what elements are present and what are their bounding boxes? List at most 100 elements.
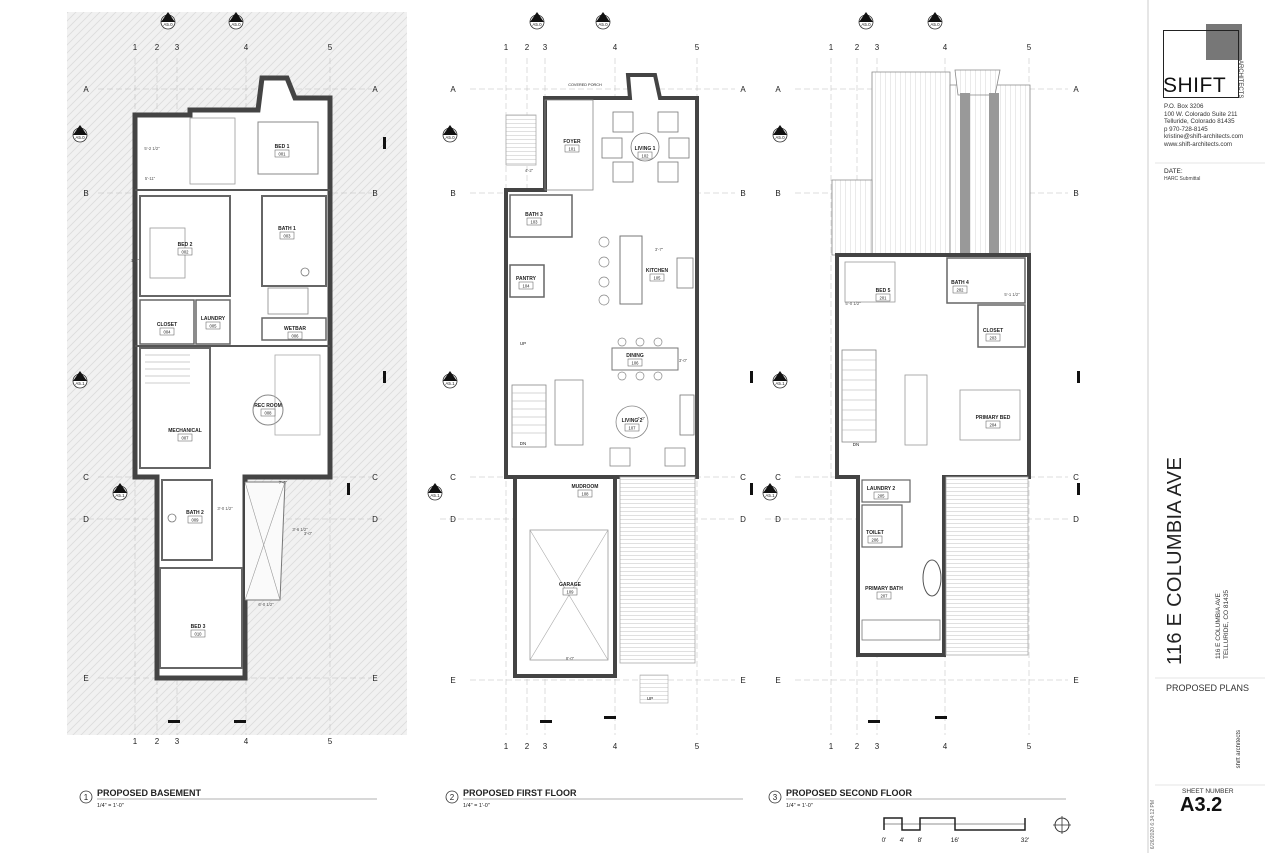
grid-row-label: A: [775, 85, 781, 94]
room-number: 204: [990, 423, 998, 428]
room-number: 105: [654, 276, 662, 281]
dimension: 3'-0": [679, 358, 688, 363]
scale-bar-label: 32': [1021, 837, 1029, 844]
room-number-box: [526, 217, 542, 226]
grid-column-label: 4: [943, 742, 948, 751]
section-tag-arrow: [73, 125, 87, 135]
room-number-box: [985, 333, 1001, 342]
stair-label: DN: [520, 441, 527, 446]
room-number-box: [627, 358, 643, 367]
room-number: 005: [210, 324, 218, 329]
grid-row-label: E: [775, 676, 780, 685]
grid-column-label: 2: [155, 737, 160, 746]
section-tag-arrow: [530, 12, 544, 22]
grid-column-label: 2: [855, 43, 860, 52]
sheet-title: PROPOSED PLANS: [1166, 683, 1250, 693]
grid-column-label: 3: [175, 737, 180, 746]
grid-row-label: E: [1073, 676, 1078, 685]
room-number: 103: [531, 220, 539, 225]
grid-row-label: B: [450, 189, 455, 198]
grid-column-label: 1: [133, 737, 138, 746]
room-number: 002: [182, 250, 190, 255]
section-tag-ref: A5.0: [231, 22, 241, 27]
grid-column-label: 2: [525, 43, 530, 52]
grid-row-label: C: [740, 473, 746, 482]
grid-row-label: D: [740, 515, 746, 524]
room-number: 010: [195, 632, 203, 637]
room-number: 106: [632, 361, 640, 366]
room-name: PRIMARY BATH: [865, 586, 903, 592]
grid-column-label: 5: [1027, 742, 1032, 751]
firm-logo: [1163, 30, 1239, 98]
email-line: kristine@shift-architects.com: [1164, 133, 1244, 140]
dimension: 3'-0": [304, 531, 313, 536]
project-address-line: 116 E COLUMBIA AVE: [1215, 593, 1222, 660]
dimension: 3'-0 1/2": [217, 506, 233, 511]
section-tag-arrow: [763, 483, 777, 493]
room-name: WETBAR: [284, 326, 306, 332]
section-tag-ref: A5.0: [445, 135, 455, 140]
grid-column-label: 1: [504, 43, 509, 52]
room-number: 104: [523, 284, 531, 289]
dimension: 1'-2": [131, 258, 140, 263]
room-name: MECHANICAL: [168, 428, 202, 434]
room-name: PANTRY: [516, 276, 537, 282]
grid-column-label: 3: [543, 43, 548, 52]
room-number: 206: [872, 538, 880, 543]
dimension: 5'-0 1/2": [845, 301, 861, 306]
room-number-box: [873, 491, 889, 500]
room-name: KITCHEN: [646, 268, 669, 274]
firm-name: SHIFT: [1163, 74, 1227, 97]
room-number-box: [649, 273, 665, 282]
plan-scale: 1/4" = 1'-0": [97, 803, 124, 809]
porch-label: COVERED PORCH: [568, 83, 602, 87]
section-tag-ref: A5.0: [775, 135, 785, 140]
plan-scale: 1/4" = 1'-0": [786, 803, 813, 809]
section-tag-ref: A5.0: [861, 22, 871, 27]
room-name: BATH 3: [525, 212, 543, 218]
plan-number-circle: [768, 790, 782, 804]
section-tag-arrow: [428, 483, 442, 493]
room-name: LIVING 2: [622, 418, 643, 424]
room-name: CLOSET: [983, 328, 1003, 334]
project-name: 116 E COLUMBIA AVE: [1164, 456, 1186, 665]
grid-column-label: 5: [695, 742, 700, 751]
plan-title: PROPOSED BASEMENT: [97, 788, 202, 798]
room-name: BED 1: [275, 144, 290, 150]
plan-title: PROPOSED FIRST FLOOR: [463, 788, 577, 798]
room-name: BED 2: [178, 242, 193, 248]
room-number-box: [177, 247, 193, 256]
grid-row-label: B: [83, 189, 88, 198]
room-number-box: [287, 331, 303, 340]
plan-number: 1: [84, 793, 89, 802]
room-number-box: [562, 587, 578, 596]
grid-column-label: 1: [829, 43, 834, 52]
project-address-line: TELLURIDE, CO 81435: [1223, 590, 1230, 660]
grid-row-label: E: [450, 676, 455, 685]
grid-row-label: C: [372, 473, 378, 482]
room-name: BATH 2: [186, 510, 204, 516]
room-name: BATH 1: [278, 226, 296, 232]
grid-row-label: B: [372, 189, 377, 198]
grid-row-label: D: [775, 515, 781, 524]
grid-row-label: A: [83, 85, 89, 94]
stair-label: DN: [853, 442, 860, 447]
grid-column-label: 3: [175, 43, 180, 52]
grid-column-label: 1: [829, 742, 834, 751]
section-tag-ref: A5.1: [775, 381, 785, 386]
dimension: 4'-2": [525, 168, 534, 173]
sheet-number-label: SHEET NUMBER: [1182, 788, 1234, 795]
room-number-box: [177, 433, 193, 442]
grid-column-label: 2: [155, 43, 160, 52]
grid-column-label: 5: [328, 43, 333, 52]
section-tag-ref: A5.0: [532, 22, 542, 27]
grid-column-label: 5: [695, 43, 700, 52]
room-number: 007: [182, 436, 190, 441]
date-value: HARC Submittal: [1164, 176, 1201, 182]
grid-row-label: E: [83, 674, 88, 683]
dimension: 5'-2 1/2": [144, 146, 160, 151]
grid-column-label: 4: [244, 737, 249, 746]
grid-row-label: A: [1073, 85, 1079, 94]
room-name: TOILET: [866, 530, 884, 536]
room-number-box: [875, 293, 891, 302]
